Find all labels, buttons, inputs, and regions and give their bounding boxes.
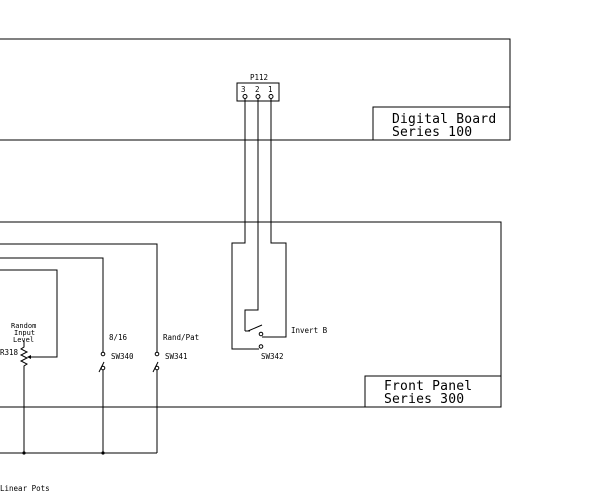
pot-label-line1: Random xyxy=(11,322,36,330)
sw341-label: Rand/Pat xyxy=(163,333,199,342)
connector-pin-1-label: 1 xyxy=(268,85,273,94)
digital-board-series: Series 100 xyxy=(392,125,472,140)
pot-resistor xyxy=(19,344,29,368)
sw340-contact-1 xyxy=(100,351,106,357)
pot-ref: R318 xyxy=(0,348,19,357)
pot-r318: Random Input Level R318 xyxy=(0,322,36,368)
sw341-contact-1 xyxy=(154,351,160,357)
connector-wires xyxy=(231,98,287,350)
front-panel-wiring xyxy=(0,243,158,455)
front-panel-title: Front Panel xyxy=(384,379,472,394)
connector-p112: P112 3 2 1 xyxy=(236,73,280,102)
sw340-actuator xyxy=(98,361,105,373)
switch-sw342: Invert B SW342 xyxy=(245,324,328,361)
sw341-actuator xyxy=(152,361,159,373)
junction-dot xyxy=(101,451,105,455)
sw340-ref: SW340 xyxy=(111,352,134,361)
sw340-label: 8/16 xyxy=(109,333,128,342)
digital-board-title: Digital Board xyxy=(392,112,496,127)
front-panel-block: Front Panel Series 300 xyxy=(0,221,502,408)
switch-sw341: Rand/Pat SW341 xyxy=(152,333,199,373)
digital-board-block: Digital Board Series 100 xyxy=(0,38,511,141)
sw342-contact-1 xyxy=(258,331,264,337)
sw342-label: Invert B xyxy=(291,326,328,335)
front-panel-series: Series 300 xyxy=(384,392,464,407)
switch-sw340: 8/16 SW340 xyxy=(98,333,134,373)
connector-pin-3-label: 3 xyxy=(241,85,246,94)
junction-dot xyxy=(22,451,26,455)
connector-pin-2 xyxy=(255,94,261,99)
connector-pin-3 xyxy=(242,94,248,99)
connector-ref: P112 xyxy=(250,73,268,82)
pot-wiper-arrow xyxy=(27,355,31,359)
connector-pin-1 xyxy=(268,94,274,99)
sw341-ref: SW341 xyxy=(165,352,188,361)
footnote: Linear Pots xyxy=(0,484,50,493)
pot-label-line2: Input xyxy=(14,329,35,337)
sw342-contact-2 xyxy=(258,344,264,349)
sw342-actuator xyxy=(247,324,263,332)
connector-pin-2-label: 2 xyxy=(255,85,260,94)
sw342-ref: SW342 xyxy=(261,352,284,361)
